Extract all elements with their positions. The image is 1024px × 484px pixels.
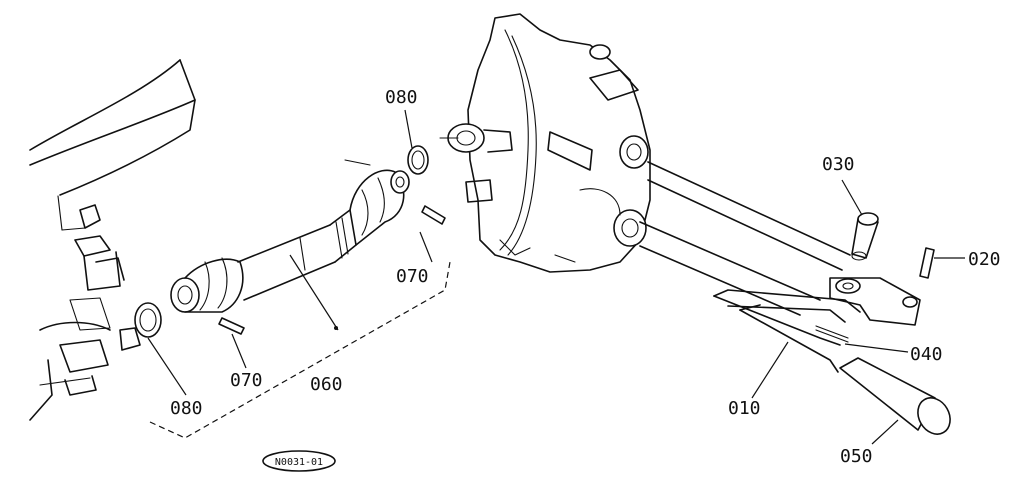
snap-ring-080-upper: [407, 145, 429, 175]
pedal-grip-050: [839, 357, 951, 435]
clevis-pin-030: [851, 212, 879, 261]
drive-shaft-060: [170, 159, 410, 330]
tractor-body-outline: [29, 59, 196, 421]
transmission-case: [439, 13, 651, 273]
label-070-upper: 070: [396, 266, 429, 287]
leader-010: [751, 341, 789, 399]
leader-070-upper: [419, 231, 433, 263]
label-070-lower: 070: [230, 370, 263, 391]
label-060: 060: [310, 374, 343, 395]
label-020: 020: [968, 249, 1001, 270]
leader-050: [871, 419, 899, 445]
label-040: 040: [910, 344, 943, 365]
pedal-010: [713, 289, 861, 373]
leader-030: [841, 179, 863, 216]
leader-080-lower: [147, 337, 187, 396]
label-010: 010: [728, 398, 761, 419]
leader-060: [289, 254, 339, 331]
label-050: 050: [840, 446, 873, 467]
spring-pin-020: [919, 247, 935, 279]
label-030: 030: [822, 154, 855, 175]
pin-070-lower: [218, 317, 245, 335]
split-pin-040: [815, 325, 849, 343]
pedal-arm-bracket: [829, 277, 921, 326]
leader-040: [844, 343, 909, 353]
label-080-upper: 080: [385, 87, 418, 108]
assembly-group-bracket: [149, 261, 451, 439]
control-rod: [639, 161, 851, 316]
label-080-lower: 080: [170, 398, 203, 419]
snap-ring-080-lower: [134, 302, 162, 338]
pin-070-upper: [421, 205, 446, 225]
reference-code-badge: N0031-01: [262, 450, 336, 472]
leader-lines: [147, 109, 965, 445]
leader-070-lower: [231, 333, 247, 369]
leader-080-upper: [404, 109, 413, 149]
reference-code: N0031-01: [275, 457, 323, 468]
